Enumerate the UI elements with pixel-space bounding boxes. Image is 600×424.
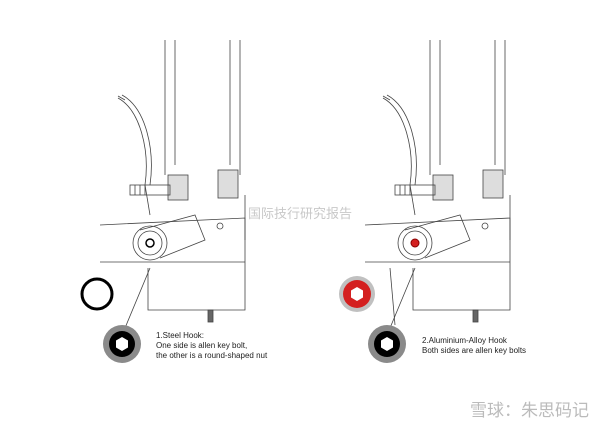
steel-hook-title: 1.Steel Hook: <box>156 331 205 340</box>
allen-bolt-icon <box>368 325 406 363</box>
alloy-hook-caption: 2.Aluminium-Alloy Hook Both sides are al… <box>422 336 526 356</box>
steel-hook-line1: One side is allen key bolt, <box>156 341 248 350</box>
steel-hook-caption: 1.Steel Hook: One side is allen key bolt… <box>156 331 267 361</box>
center-watermark: 国际技行研究报告 <box>248 206 353 221</box>
red-bolt-marker <box>410 238 420 248</box>
corner-watermark: 雪球：朱思码记 <box>470 401 589 420</box>
steel-hook-drawing <box>99 39 246 329</box>
alloy-hook-line1: Both sides are allen key bolts <box>422 346 527 355</box>
round-nut-detail-icon <box>80 277 114 311</box>
alloy-hook-drawing <box>364 39 511 329</box>
steel-hook-line2: the other is a round-shaped nut <box>156 351 268 360</box>
round-nut-icon <box>145 238 155 248</box>
allen-bolt-icon <box>103 325 141 363</box>
alloy-hook-title: 2.Aluminium-Alloy Hook <box>422 336 507 345</box>
red-allen-bolt-icon <box>339 276 375 312</box>
